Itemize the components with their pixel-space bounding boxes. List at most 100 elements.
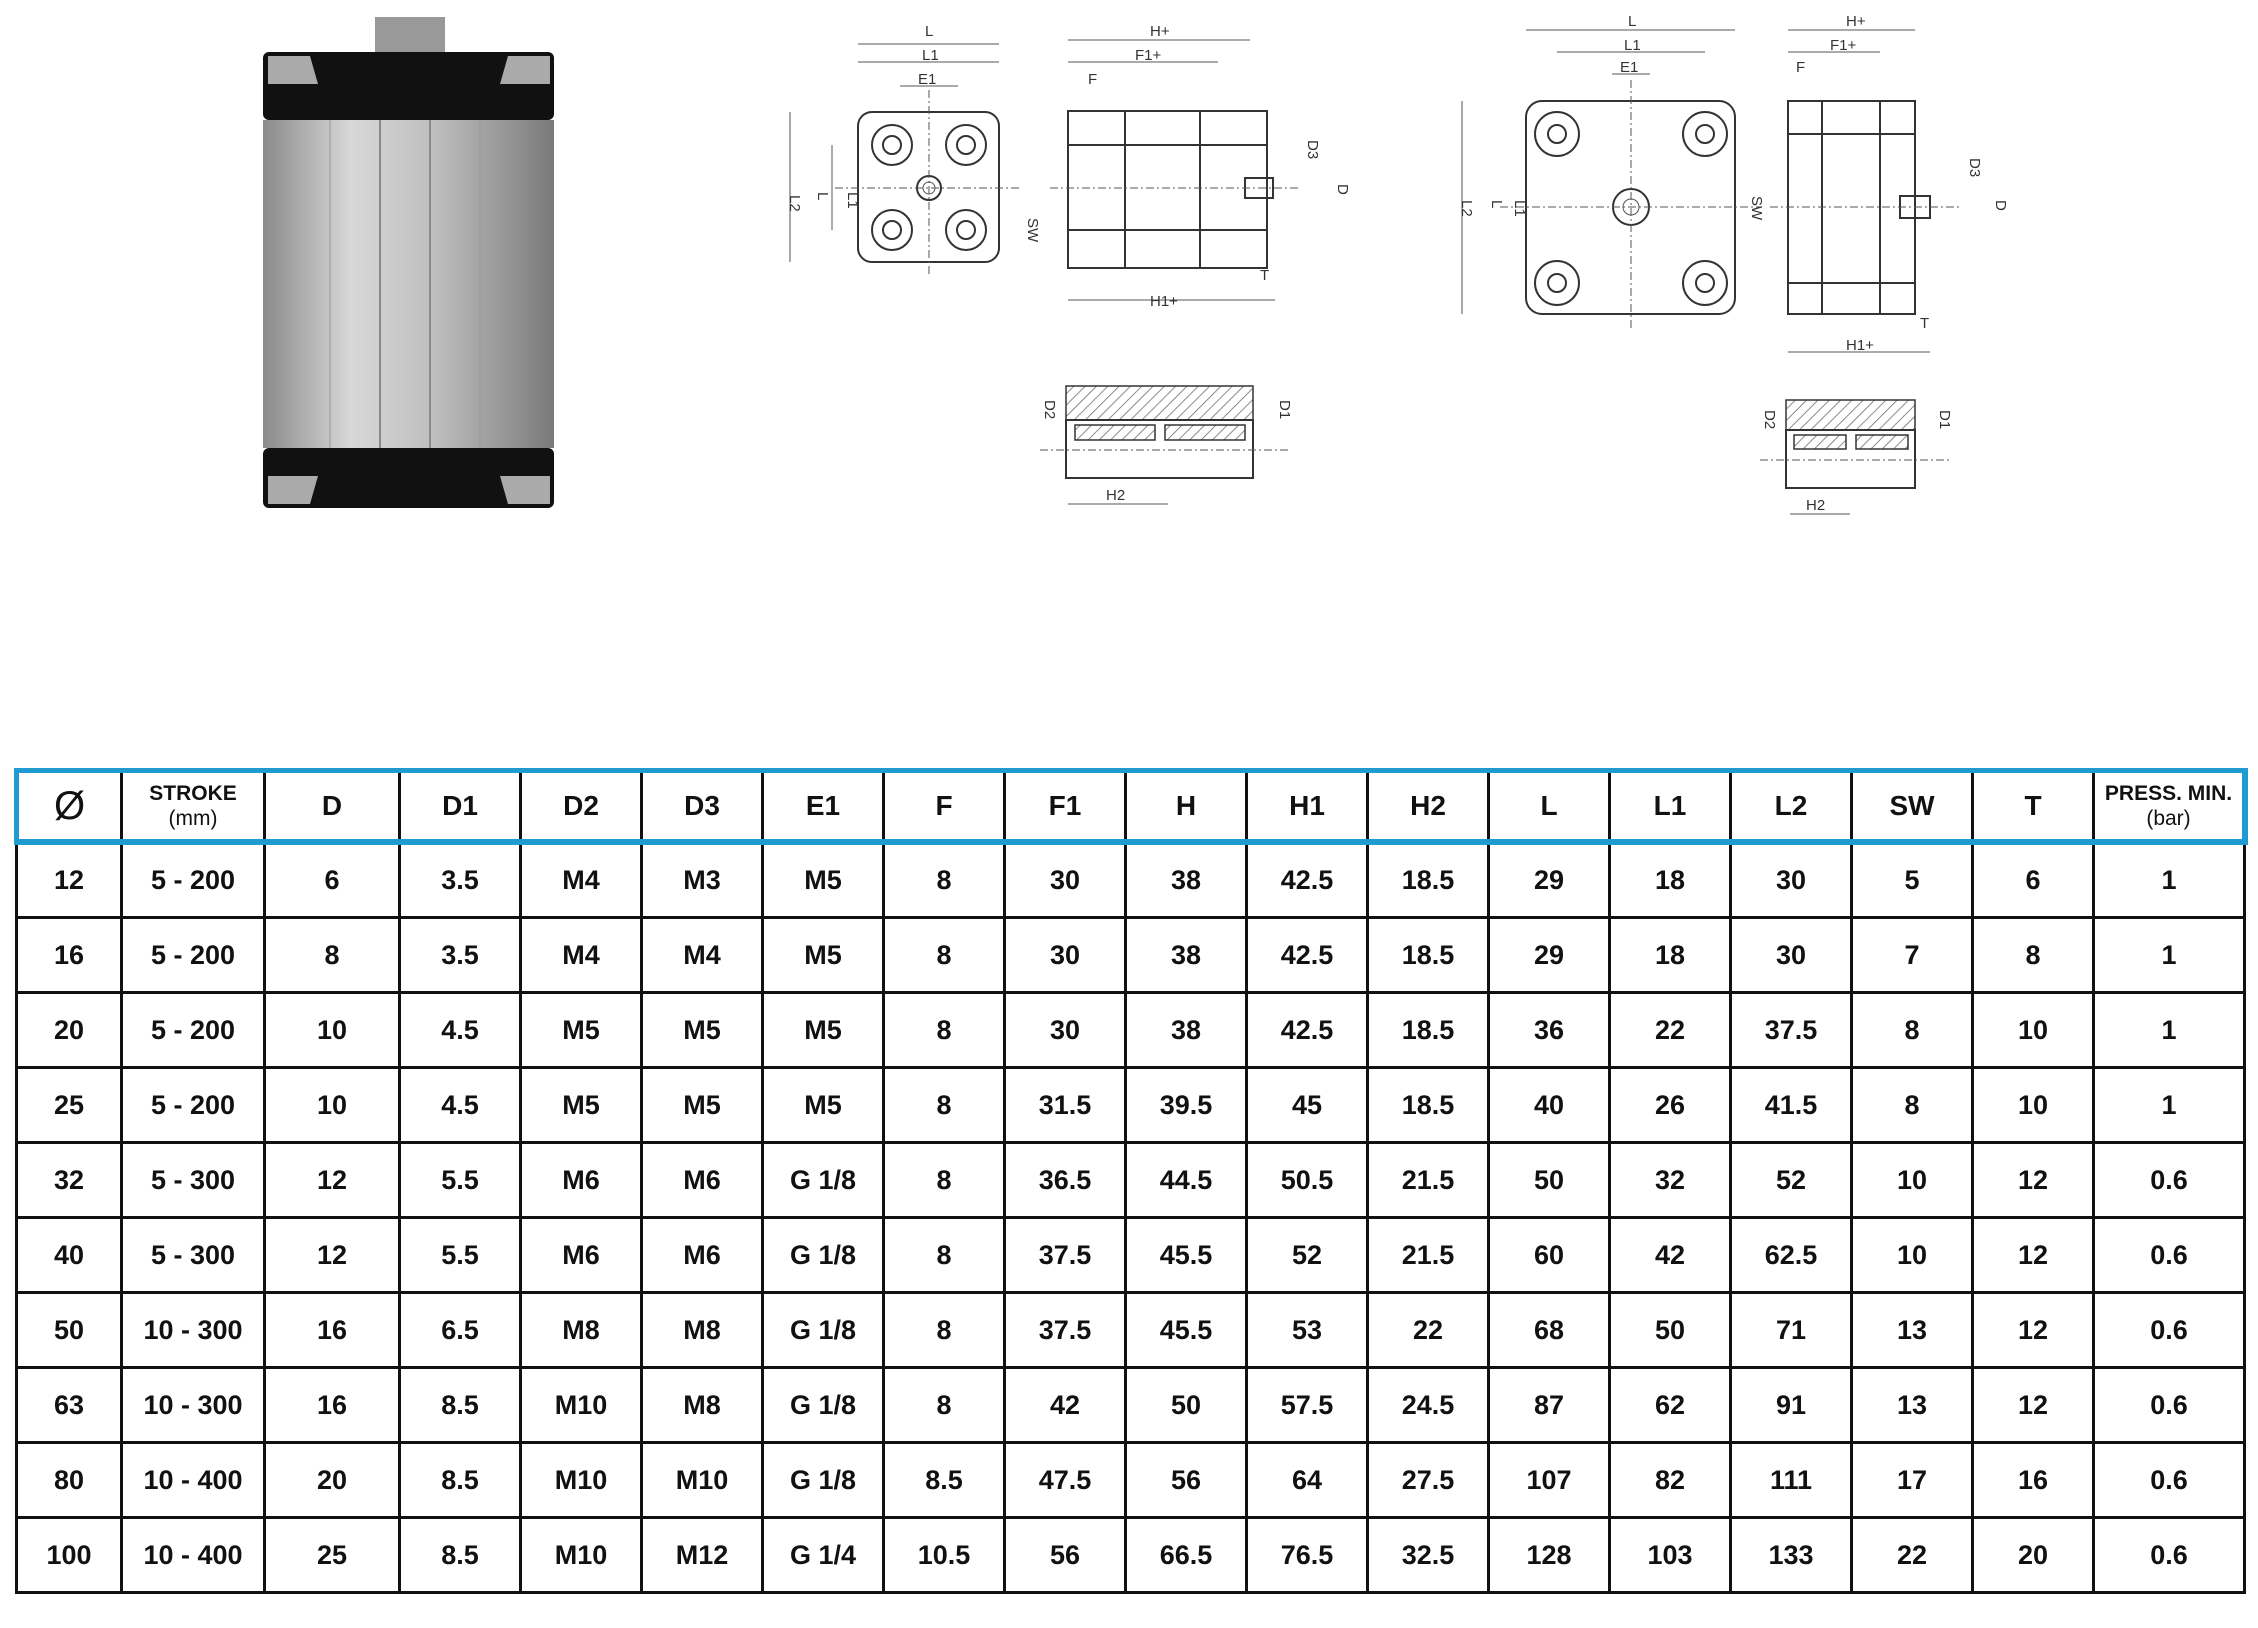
table-cell: 44.5 (1124, 1141, 1248, 1219)
table-cell: 3.5 (398, 840, 522, 919)
column-header: T (1971, 768, 2095, 844)
table-cell: 6 (1971, 840, 2095, 919)
dim-label: L1 (922, 47, 939, 64)
table-cell: 18.5 (1366, 840, 1490, 919)
table-cell: M12 (640, 1516, 764, 1594)
table-cell: 20 (263, 1441, 401, 1519)
column-header: H (1124, 768, 1248, 844)
column-header: F (882, 768, 1006, 844)
table-cell: 4.5 (398, 991, 522, 1069)
table-cell: M10 (640, 1441, 764, 1519)
table-cell: 10 - 300 (120, 1366, 266, 1444)
table-cell: 0.6 (2092, 1216, 2246, 1294)
table-cell: 10 (1850, 1216, 1974, 1294)
dim-label: D3 (1966, 158, 1983, 177)
header-unit: (mm) (168, 807, 218, 830)
table-cell: 25 (263, 1516, 401, 1594)
table-cell: 5.5 (398, 1216, 522, 1294)
table-cell: 41.5 (1729, 1066, 1853, 1144)
table-cell: 12 (15, 840, 123, 919)
table-cell: 29 (1487, 916, 1611, 994)
table-cell: 80 (15, 1441, 123, 1519)
table-cell: 0.6 (2092, 1291, 2246, 1369)
table-cell: 12 (1971, 1366, 2095, 1444)
table-cell: 18 (1608, 916, 1732, 994)
table-cell: 53 (1245, 1291, 1369, 1369)
table-cell: 30 (1003, 916, 1127, 994)
table-cell: M5 (640, 1066, 764, 1144)
table-cell: 76.5 (1245, 1516, 1369, 1594)
table-cell: 50 (1608, 1291, 1732, 1369)
table-cell: 32.5 (1366, 1516, 1490, 1594)
table-cell: 39.5 (1124, 1066, 1248, 1144)
table-cell: 10 (263, 1066, 401, 1144)
table-cell: G 1/8 (761, 1291, 885, 1369)
table-cell: 8 (1850, 991, 1974, 1069)
table-cell: 12 (1971, 1216, 2095, 1294)
table-cell: 71 (1729, 1291, 1853, 1369)
table-cell: 42 (1608, 1216, 1732, 1294)
table-cell: 62 (1608, 1366, 1732, 1444)
table-cell: 5 - 300 (120, 1216, 266, 1294)
column-header: D3 (640, 768, 764, 844)
table-cell: 24.5 (1366, 1366, 1490, 1444)
table-cell: 42.5 (1245, 840, 1369, 919)
section-view: D2 D1 H2 (1760, 399, 1953, 515)
table-cell: 1 (2092, 991, 2246, 1069)
table-cell: 16 (15, 916, 123, 994)
table-cell: 22 (1850, 1516, 1974, 1594)
dim-label: H2 (1106, 487, 1125, 504)
column-header: Ø (14, 768, 123, 844)
table-cell: 50 (15, 1291, 123, 1369)
table-cell: 10 - 400 (120, 1441, 266, 1519)
table-cell: 40 (1487, 1066, 1611, 1144)
table-cell: 29 (1487, 840, 1611, 919)
dim-label: L2 (1458, 200, 1475, 217)
table-cell: 1 (2092, 840, 2246, 919)
dim-label: T (1920, 315, 1929, 332)
column-header: D1 (398, 768, 522, 844)
side-view: H+ F1+ F D3 D T H1+ (1050, 23, 1351, 310)
dim-label: H+ (1150, 23, 1170, 40)
table-cell: 10 (1850, 1141, 1974, 1219)
dim-label: H1+ (1846, 337, 1874, 354)
dim-label: D (1334, 184, 1351, 195)
dim-label: D (1992, 200, 2009, 211)
table-cell: 103 (1608, 1516, 1732, 1594)
table-cell: 10.5 (882, 1516, 1006, 1594)
table-cell: 10 (1971, 991, 2095, 1069)
dim-label: F (1796, 59, 1805, 76)
table-cell: 36.5 (1003, 1141, 1127, 1219)
table-cell: 30 (1003, 840, 1127, 919)
table-cell: M5 (761, 916, 885, 994)
table-cell: 68 (1487, 1291, 1611, 1369)
table-cell: 100 (15, 1516, 123, 1594)
section-view: D2 D1 H2 (1040, 385, 1293, 505)
table-cell: 45 (1245, 1066, 1369, 1144)
table-cell: 50.5 (1245, 1141, 1369, 1219)
column-header: STROKE(mm) (120, 768, 266, 844)
table-cell: 5 - 200 (120, 916, 266, 994)
table-cell: 10 (1971, 1066, 2095, 1144)
table-cell: 91 (1729, 1366, 1853, 1444)
dim-label: L1 (844, 192, 861, 209)
table-cell: M4 (640, 916, 764, 994)
table-cell: M5 (519, 1066, 643, 1144)
table-cell: 27.5 (1366, 1441, 1490, 1519)
table-cell: 8 (1850, 1066, 1974, 1144)
table-cell: 13 (1850, 1366, 1974, 1444)
table-cell: M5 (761, 840, 885, 919)
table-cell: 64 (1245, 1441, 1369, 1519)
table-cell: 38 (1124, 916, 1248, 994)
drawing-large-bore: L L1 E1 L2 L L1 SW H+ F1+ F D3 D T (1458, 13, 2009, 515)
dim-label: L (814, 192, 831, 200)
table-cell: M6 (640, 1141, 764, 1219)
table-cell: 22 (1608, 991, 1732, 1069)
table-cell: 26 (1608, 1066, 1732, 1144)
table-cell: 37.5 (1003, 1216, 1127, 1294)
